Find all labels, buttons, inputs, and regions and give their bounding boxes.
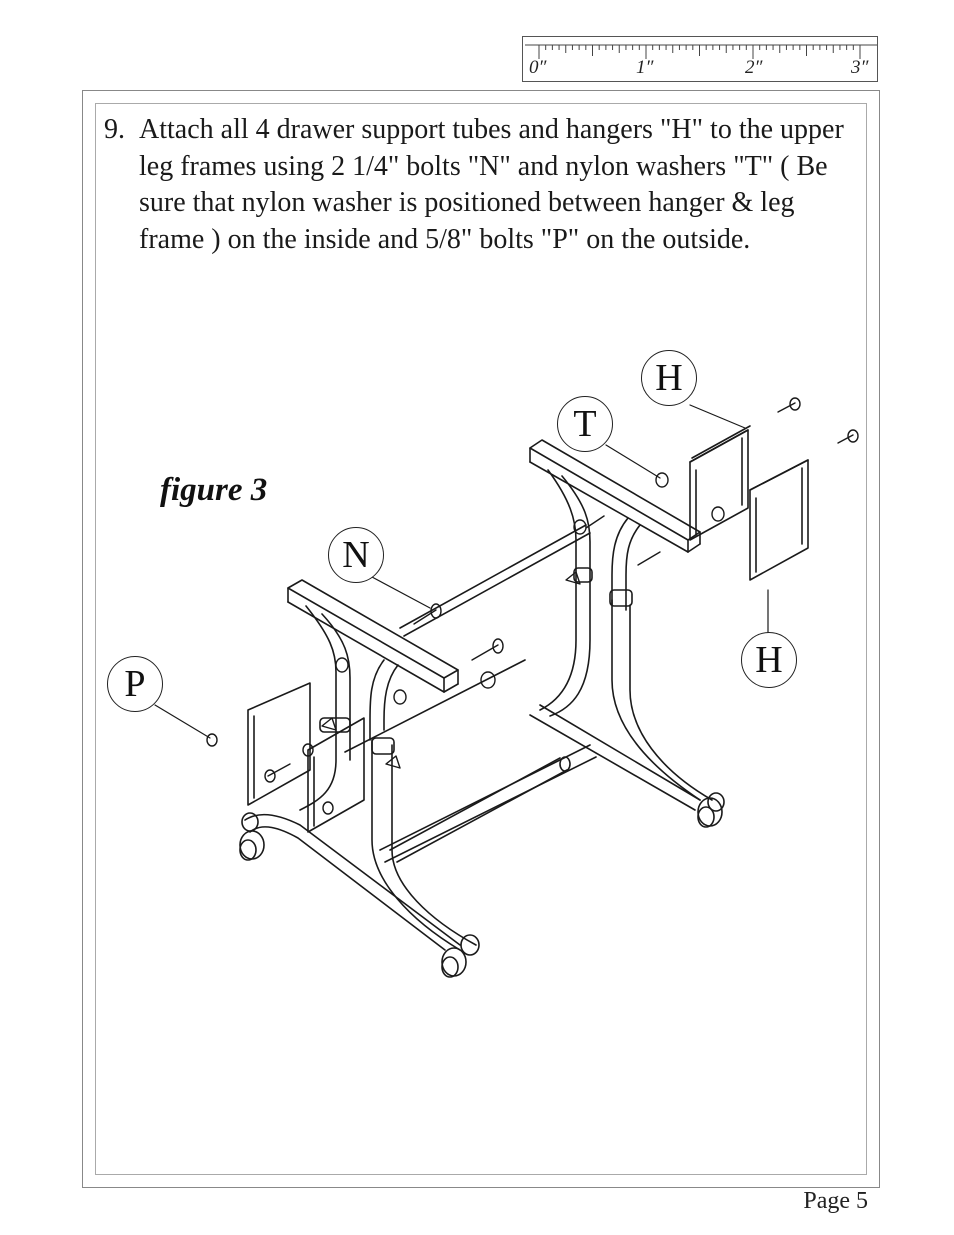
callout-t: T [557,396,613,452]
front-leg-frame [299,605,477,951]
figure-label: figure 3 [160,472,268,508]
callout-leaders [154,404,769,739]
ruler-ticks [525,44,877,59]
ruler-label-0: 0″ [529,57,547,78]
base-rails [244,659,701,951]
ruler-label-1: 1″ [636,57,654,78]
bolts-and-washers [206,397,859,815]
front-top-crossbar [287,579,459,693]
casters [239,792,725,978]
hanger-front-right [307,717,365,833]
step-text: Attach all 4 drawer support tubes and ha… [139,114,844,255]
ruler-label-2: 2″ [745,57,763,78]
hanger-h-upper [689,425,751,541]
hanger-h-lower [749,459,809,581]
page-border-inner [95,103,867,1175]
lower-stretcher [389,756,571,863]
ruler-label-3: 3″ [851,57,869,78]
callout-h-upper: H [641,350,697,406]
hanger-front-left [247,682,311,806]
back-leg-frame [539,469,713,801]
callout-p: P [107,656,163,712]
back-top-crossbar [529,439,701,553]
page-number: Page 5 [803,1188,868,1214]
callout-n: N [328,527,384,583]
callout-h-lower: H [741,632,797,688]
step-number: 9. [104,114,125,145]
drawer-support-tube [399,524,591,637]
height-collars [319,567,633,755]
page-border-outer [82,90,880,1188]
measurement-ruler: 0″ 1″ 2″ 3″ [522,36,878,82]
